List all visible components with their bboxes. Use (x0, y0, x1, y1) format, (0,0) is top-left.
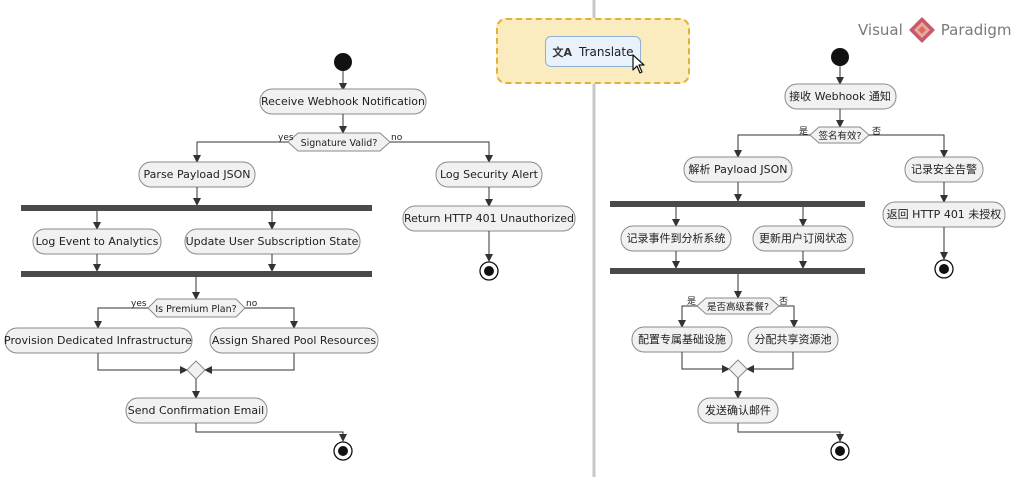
zh-initial-node (831, 48, 849, 66)
logo-text-visual: Visual (858, 21, 903, 39)
en-final-node-unauthorized (479, 261, 499, 281)
zh-provision-node: 配置专属基础设施 (631, 326, 733, 353)
en-signature-decision: Signature Valid? (287, 132, 391, 152)
zh-assign-shared-node: 分配共享资源池 (747, 326, 839, 353)
svg-text:Is Premium Plan?: Is Premium Plan? (155, 304, 236, 315)
svg-text:记录事件到分析系统: 记录事件到分析系统 (627, 231, 726, 245)
zh-parse-json-node: 解析 Payload JSON (683, 156, 793, 183)
svg-text:Send Confirmation Email: Send Confirmation Email (128, 404, 264, 417)
en-update-subscription-node: Update User Subscription State (184, 228, 361, 255)
translate-button[interactable]: 文A Translate (545, 36, 641, 67)
svg-text:Update User Subscription State: Update User Subscription State (186, 235, 359, 248)
en-return-401-node: Return HTTP 401 Unauthorized (402, 205, 576, 232)
en-edge (204, 353, 295, 374)
zh-send-email-node: 发送确认邮件 (697, 397, 779, 424)
svg-text:Parse Payload JSON: Parse Payload JSON (144, 168, 251, 181)
en-yes-label: yes (131, 299, 147, 309)
chinese-diagram: 接收 Webhook 通知 签名有效? 是 否 解析 Payload JSON … (610, 48, 1006, 461)
zh-receive-webhook-node: 接收 Webhook 通知 (784, 83, 897, 110)
en-edge (97, 353, 188, 374)
en-edge (390, 141, 493, 163)
svg-text:Log Event to Analytics: Log Event to Analytics (36, 235, 159, 248)
zh-edge (678, 305, 697, 328)
zh-edge (869, 134, 948, 158)
en-log-event-node: Log Event to Analytics (32, 228, 162, 255)
zh-merge-node (728, 359, 748, 379)
en-parse-json-node: Parse Payload JSON (138, 161, 256, 188)
svg-text:分配共享资源池: 分配共享资源池 (755, 332, 832, 346)
zh-fork-bar (610, 201, 865, 207)
svg-text:Log Security Alert: Log Security Alert (440, 168, 539, 181)
en-premium-decision: Is Premium Plan? (147, 298, 246, 318)
zh-no-label: 否 (779, 296, 788, 307)
en-edge (94, 307, 148, 329)
zh-edge (779, 305, 798, 328)
svg-text:返回 HTTP 401 未授权: 返回 HTTP 401 未授权 (887, 207, 1002, 221)
svg-text:发送确认邮件: 发送确认邮件 (705, 403, 771, 417)
translate-panel: 文A Translate (496, 18, 690, 84)
zh-edge (746, 352, 794, 373)
visual-paradigm-logo: Visual Paradigm (858, 15, 1012, 45)
zh-signature-decision: 签名有效? (809, 126, 870, 144)
svg-text:解析 Payload JSON: 解析 Payload JSON (688, 162, 787, 176)
svg-text:Receive Webhook Notification: Receive Webhook Notification (261, 95, 425, 108)
zh-final-node-unauthorized (934, 259, 954, 279)
en-edge (245, 307, 298, 329)
zh-edge (734, 134, 810, 158)
en-yes-label: yes (278, 133, 294, 143)
en-send-email-node: Send Confirmation Email (125, 397, 268, 424)
en-log-security-alert-node: Log Security Alert (435, 161, 543, 188)
en-initial-node (334, 53, 352, 71)
zh-update-subscription-node: 更新用户订阅状态 (752, 225, 854, 252)
svg-text:更新用户订阅状态: 更新用户订阅状态 (759, 231, 847, 245)
svg-text:是否高级套餐?: 是否高级套餐? (707, 301, 769, 313)
translate-icon: 文A (552, 45, 572, 59)
logo-diamond-icon (908, 17, 935, 43)
zh-premium-decision: 是否高级套餐? (696, 297, 780, 315)
en-edge (195, 423, 347, 442)
en-assign-shared-node: Assign Shared Pool Resources (209, 327, 379, 354)
zh-edge (681, 352, 730, 373)
en-merge-node (186, 360, 206, 380)
en-join-bar (21, 271, 372, 277)
en-final-node (333, 441, 353, 461)
svg-text:配置专属基础设施: 配置专属基础设施 (638, 332, 726, 346)
svg-text:Assign Shared Pool Resources: Assign Shared Pool Resources (212, 334, 376, 347)
en-receive-webhook-node: Receive Webhook Notification (259, 88, 427, 115)
en-provision-node: Provision Dedicated Infrastructure (4, 327, 193, 354)
svg-text:Return HTTP 401 Unauthorized: Return HTTP 401 Unauthorized (404, 212, 574, 225)
zh-yes-label: 是 (799, 126, 808, 137)
svg-text:Signature Valid?: Signature Valid? (301, 138, 378, 149)
en-no-label: no (246, 299, 258, 309)
svg-text:接收 Webhook 通知: 接收 Webhook 通知 (789, 89, 891, 103)
zh-log-security-alert-node: 记录安全告警 (904, 156, 984, 183)
zh-return-401-node: 返回 HTTP 401 未授权 (882, 201, 1006, 228)
zh-yes-label: 是 (687, 296, 696, 307)
svg-text:Provision Dedicated Infrastruc: Provision Dedicated Infrastructure (4, 334, 192, 347)
logo-text-paradigm: Paradigm (940, 21, 1012, 39)
mouse-pointer-icon (632, 54, 645, 74)
svg-text:记录安全告警: 记录安全告警 (911, 162, 977, 176)
zh-no-label: 否 (872, 126, 881, 137)
svg-text:签名有效?: 签名有效? (818, 130, 861, 142)
zh-edge (737, 423, 844, 442)
zh-join-bar (610, 268, 865, 274)
english-diagram: Receive Webhook Notification Signature V… (4, 53, 576, 461)
zh-log-event-node: 记录事件到分析系统 (620, 225, 732, 252)
en-edge (193, 141, 288, 163)
en-no-label: no (391, 133, 403, 143)
zh-final-node (830, 441, 850, 461)
en-fork-bar (21, 205, 372, 211)
translate-button-label: Translate (579, 44, 634, 59)
